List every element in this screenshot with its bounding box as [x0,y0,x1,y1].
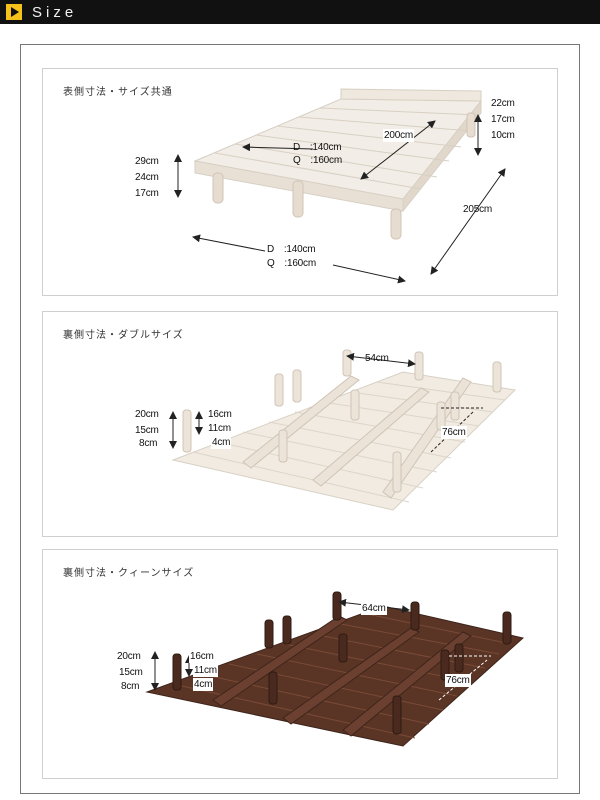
play-triangle-icon [6,4,22,20]
left-height-1-label: 29cm [135,156,159,167]
leg-height-2-label: 11cm [207,422,232,435]
height-3-label: 8cm [121,681,140,692]
height-1-label: 20cm [135,409,159,420]
panel-heading: 裏側寸法・クィーンサイズ [63,568,195,579]
bed-front-illustration [174,88,506,284]
leg-height-3-label: 4cm [193,678,214,691]
depth-span-label: 76cm [445,674,471,687]
top-height-3-label: 10cm [491,130,515,141]
panel-back-queen: 裏側寸法・クィーンサイズ [42,549,558,779]
leg-span-label: 54cm [365,353,389,364]
content-frame [20,44,580,794]
left-height-3-label: 17cm [135,188,159,199]
panel-heading: 裏側寸法・ダブルサイズ [63,330,184,341]
total-length-label: 205cm [463,204,493,215]
panel-back-double: 裏側寸法・ダブルサイズ [42,311,558,537]
panel-front-dimensions: 表側寸法・サイズ共通 [42,68,558,296]
top-height-2-label: 17cm [491,114,515,125]
height-2-label: 15cm [119,667,143,678]
leg-height-1-label: 16cm [207,408,233,421]
inner-width-double-label: D :140cm [293,142,342,153]
section-title: Size [32,3,78,21]
outer-width-double-label: D :140cm [267,244,316,255]
depth-span-label: 76cm [441,426,467,439]
leg-height-1-label: 16cm [189,650,215,663]
leg-span-label: 64cm [361,602,387,615]
leg-height-3-label: 4cm [211,436,232,449]
top-height-1-label: 22cm [491,98,515,109]
panel-heading: 表側寸法・サイズ共通 [63,87,173,98]
bed-back-queen-illustration [145,591,525,747]
bed-back-double-illustration [169,349,517,511]
height-1-label: 20cm [117,651,141,662]
left-height-2-label: 24cm [135,172,159,183]
length-label: 200cm [383,129,415,142]
section-header-bar: Size [0,0,600,24]
height-3-label: 8cm [139,438,158,449]
inner-width-queen-label: Q :160cm [293,155,342,166]
height-2-label: 15cm [135,425,159,436]
leg-height-2-label: 11cm [193,664,218,677]
outer-width-queen-label: Q :160cm [267,258,316,269]
